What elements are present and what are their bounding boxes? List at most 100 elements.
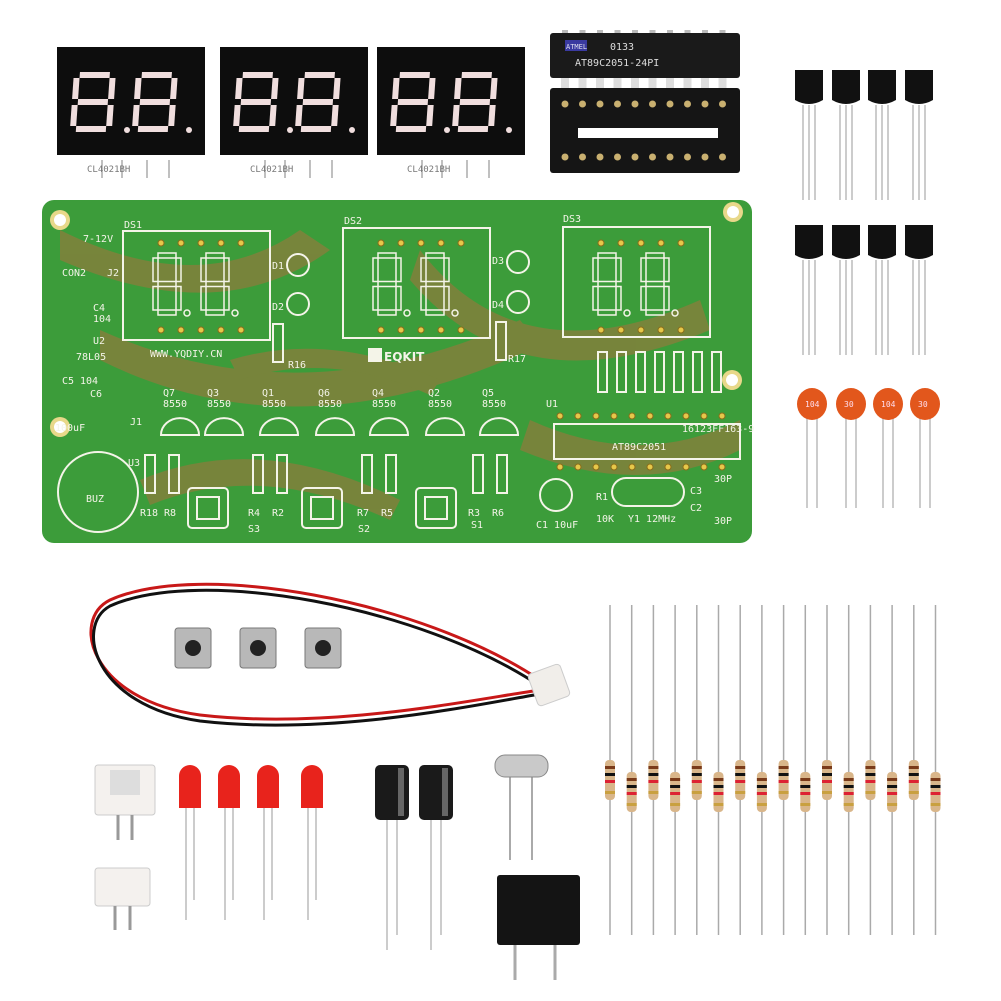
label-ds3: DS3 — [563, 214, 581, 225]
ic-socket — [550, 78, 740, 173]
ceramic-capacitor: 104 — [873, 388, 903, 508]
resistor-footprint: R5 — [381, 454, 397, 519]
electrolytic-capacitors — [375, 765, 453, 950]
resistor-footprint — [597, 351, 608, 393]
red-led — [301, 765, 323, 920]
chip-brand: ATMEL — [566, 43, 587, 51]
chip-lot: 0133 — [610, 42, 634, 53]
resistor-footprint: R2 — [272, 454, 288, 519]
display-part-number: CL4021BH — [250, 165, 293, 175]
label-s2: S2 — [358, 524, 370, 535]
resistor — [626, 605, 637, 935]
transistor-type: 8550 — [482, 399, 506, 410]
resistor — [735, 605, 746, 935]
tact-switch — [304, 627, 342, 669]
pcb-brand-logo: EQKIT — [384, 350, 425, 364]
pcb-board: DS1 DS2 DS3 7-12V CON2 J2 C4 104 U2 78L0… — [42, 200, 754, 543]
loose-resistors — [605, 605, 941, 935]
resistor — [887, 605, 898, 935]
resistor-footprint — [495, 321, 507, 361]
label-board-id: 16123FF163-9 — [682, 424, 754, 435]
resistor-ref: R8 — [164, 508, 176, 519]
capacitor-value: 104 — [805, 400, 820, 409]
transistor — [832, 70, 860, 200]
led-footprint — [286, 253, 310, 277]
seven-segment-display: CL4021BH — [57, 47, 205, 178]
transistor — [905, 225, 933, 355]
resistor-footprint: R8 — [164, 454, 180, 519]
loose-transistors — [795, 70, 933, 355]
chip-part-number: AT89C2051-24PI — [575, 58, 659, 69]
tact-switch — [174, 627, 212, 669]
resistor-ref: R5 — [381, 508, 393, 519]
label-u1: U1 — [546, 399, 558, 410]
label-c3-value: 30P — [714, 474, 732, 485]
resistor-ref: R4 — [248, 508, 260, 519]
transistor-ref: Q3 — [207, 388, 219, 399]
ceramic-capacitor: 30 — [836, 388, 866, 508]
label-c1: C1 10uF — [536, 520, 578, 531]
tact-switch — [239, 627, 277, 669]
label-c6-value: 100uF — [55, 423, 85, 434]
label-c4-value: 104 — [93, 314, 111, 325]
resistor-ref: R3 — [468, 508, 480, 519]
label-d4: D4 — [492, 300, 504, 311]
capacitor-value: 104 — [881, 400, 896, 409]
resistor — [778, 605, 789, 935]
label-c2: C2 — [690, 503, 702, 514]
transistor-ref: Q7 — [163, 388, 175, 399]
pcb-url: WWW.YQDIY.CN — [150, 349, 222, 360]
transistor-type: 8550 — [207, 399, 231, 410]
label-u3: U3 — [128, 458, 140, 469]
transistor-type: 8550 — [163, 399, 187, 410]
capacitor-value: 30 — [918, 400, 928, 409]
transistor-ref: Q4 — [372, 388, 384, 399]
transistor-type: 8550 — [262, 399, 286, 410]
crystal-oscillator — [494, 754, 549, 860]
transistor — [905, 70, 933, 200]
transistor-ref: Q2 — [428, 388, 440, 399]
label-ds2: DS2 — [344, 216, 362, 227]
label-u2: U2 — [93, 336, 105, 347]
resistor-ref: R2 — [272, 508, 284, 519]
resistor-ref: R6 — [492, 508, 504, 519]
seven-segment-display: CL4021BH — [377, 47, 525, 178]
label-con2: CON2 — [62, 268, 86, 279]
label-buzzer: BUZ — [86, 494, 104, 505]
display-part-number: CL4021BH — [87, 165, 130, 175]
resistor-footprint — [635, 351, 646, 393]
label-r16: R16 — [288, 360, 306, 371]
red-led — [257, 765, 279, 920]
electrolytic-capacitor — [419, 765, 453, 950]
label-s3: S3 — [248, 524, 260, 535]
transistor — [868, 225, 896, 355]
label-r1: R1 — [596, 492, 608, 503]
ceramic-capacitor: 104 — [797, 388, 827, 508]
resistor — [865, 605, 876, 935]
wire-harness — [89, 582, 571, 727]
label-c3: C3 — [690, 486, 702, 497]
resistor-footprint: R3 — [468, 454, 484, 519]
label-mcu: AT89C2051 — [612, 442, 666, 453]
capacitor-value: 30 — [844, 400, 854, 409]
label-c4: C4 — [93, 303, 105, 314]
resistor-footprint — [692, 351, 703, 393]
resistor-footprint: R7 — [357, 454, 373, 519]
resistor-footprint — [272, 323, 284, 363]
transistor-type: 8550 — [372, 399, 396, 410]
electrolytic-capacitor — [375, 765, 409, 950]
resistor — [691, 605, 702, 935]
label-y1: Y1 12MHz — [628, 514, 676, 525]
transistor-ref: Q5 — [482, 388, 494, 399]
label-d2: D2 — [272, 302, 284, 313]
resistor-footprint: R18 — [140, 454, 158, 519]
transistor-type: 8550 — [428, 399, 452, 410]
microcontroller-chip: ATMEL 0133 AT89C2051-24PI — [550, 30, 740, 78]
label-d3: D3 — [492, 256, 504, 267]
label-r17: R17 — [508, 354, 526, 365]
resistor-ref: R7 — [357, 508, 369, 519]
